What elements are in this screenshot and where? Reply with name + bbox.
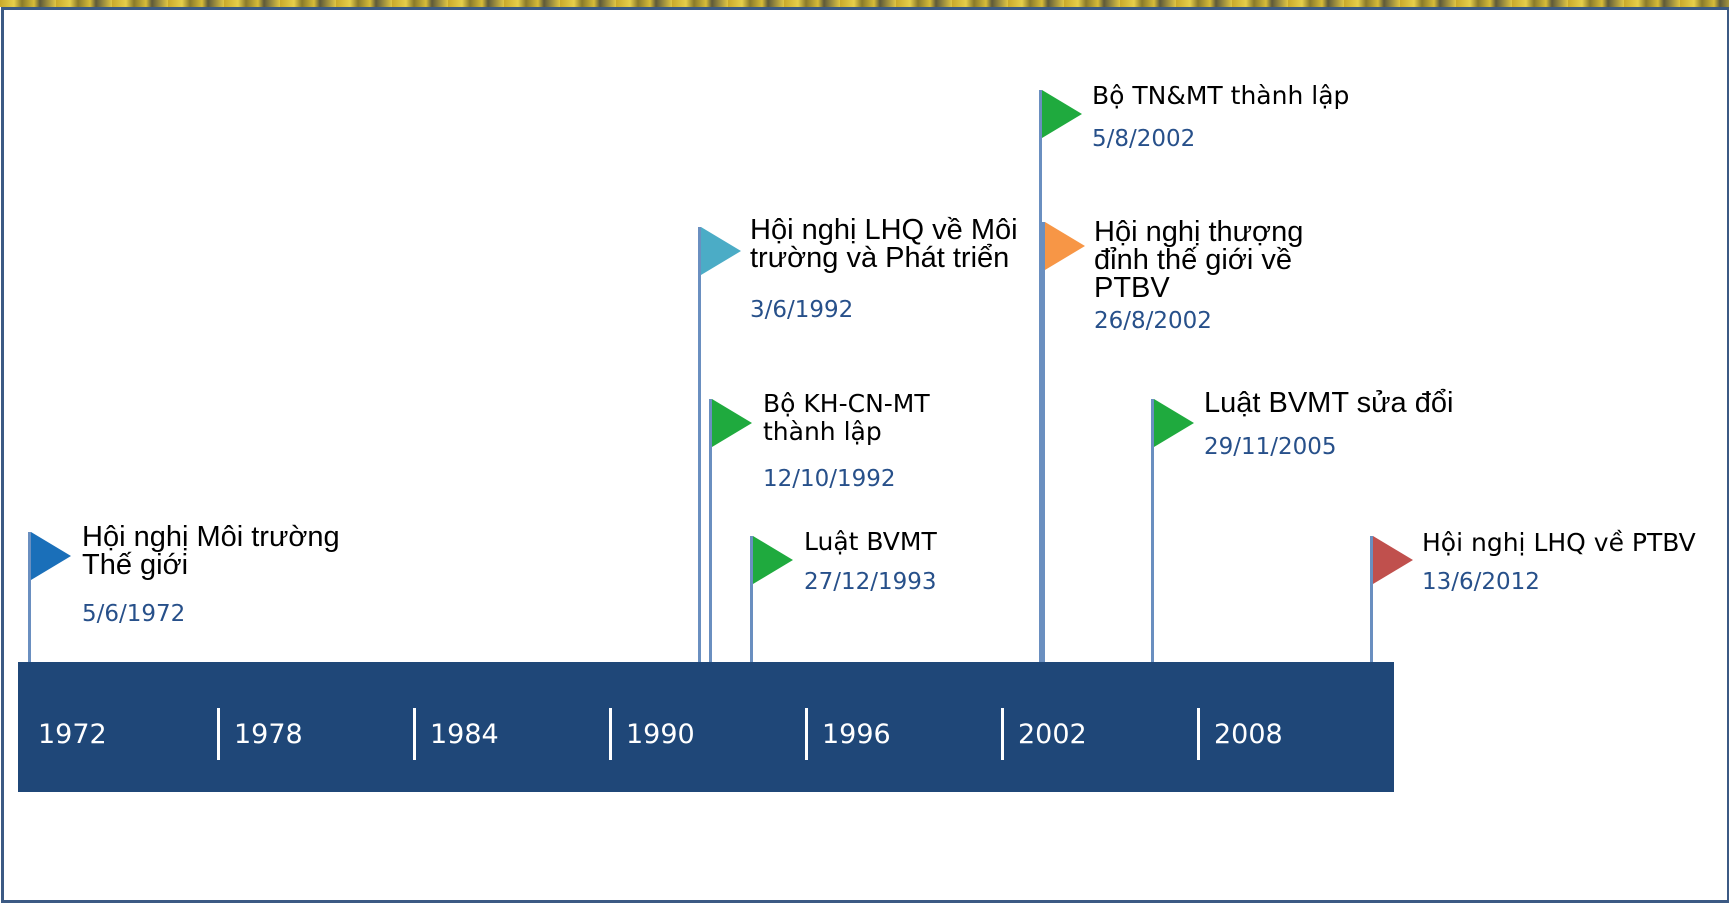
event-date: 5/6/1972 [82,601,186,627]
event-title-line: Hội nghị Môi trường [82,521,340,553]
event-title-line: Luật BVMT sửa đổi [1204,387,1454,419]
event-title-line: Bộ TN&MT thành lập [1092,81,1350,110]
year-label: 1990 [626,719,695,750]
event-flag-icon [31,532,71,580]
event-pole [28,532,31,662]
year-label: 1972 [38,719,107,750]
event-date: 29/11/2005 [1204,434,1337,460]
year-label: 2008 [1214,719,1283,750]
event-pole [1370,536,1373,662]
event-flag-icon [1042,90,1082,138]
year-divider [609,708,612,760]
event-pole [698,227,701,662]
year-label: 1996 [822,719,891,750]
event-title-line: thành lập [763,417,882,446]
event-flag-icon [712,399,752,447]
event-flag-icon [701,227,741,275]
timeline-axis-bar: 1972 1978 1984 1990 1996 2002 2008 [18,662,1394,792]
event-title: Luật BVMT [804,528,937,556]
event-title-line: trường và Phát triển [750,242,1010,274]
event-date: 27/12/1993 [804,569,937,595]
event-flag-icon [1373,536,1413,584]
event-title-line: Hội nghị LHQ về PTBV [1422,528,1696,557]
event-title-line: Bộ KH-CN-MT [763,389,930,418]
event-title-line: Luật BVMT [804,527,937,556]
event-title-line: đỉnh thế giới về [1094,244,1292,276]
event-title-line: Thế giới [82,549,189,581]
event-flag-icon [753,536,793,584]
event-pole [750,536,753,662]
event-title-line: PTBV [1094,272,1170,304]
year-divider [413,708,416,760]
year-label: 1978 [234,719,303,750]
event-pole [1039,90,1042,662]
year-label: 2002 [1018,719,1087,750]
event-date: 5/8/2002 [1092,126,1196,152]
year-divider [217,708,220,760]
event-pole [709,399,712,662]
event-pole [1151,399,1154,662]
event-date: 12/10/1992 [763,466,896,492]
year-label: 1984 [430,719,499,750]
event-title: Luật BVMT sửa đổi [1204,387,1454,419]
event-date: 3/6/1992 [750,297,854,323]
event-title-line: Hội nghị LHQ về Môi [750,214,1018,246]
event-title-line: Hội nghị thượng [1094,216,1304,248]
year-divider [1197,708,1200,760]
event-title: Hội nghị LHQ về PTBV [1422,529,1696,557]
event-flag-icon [1154,399,1194,447]
top-decorative-strip [0,0,1729,7]
year-divider [1001,708,1004,760]
event-date: 26/8/2002 [1094,308,1212,334]
event-flag-icon [1045,222,1085,270]
event-pole [1042,222,1045,662]
year-divider [805,708,808,760]
event-date: 13/6/2012 [1422,569,1540,595]
event-title: Bộ TN&MT thành lập [1092,82,1349,110]
